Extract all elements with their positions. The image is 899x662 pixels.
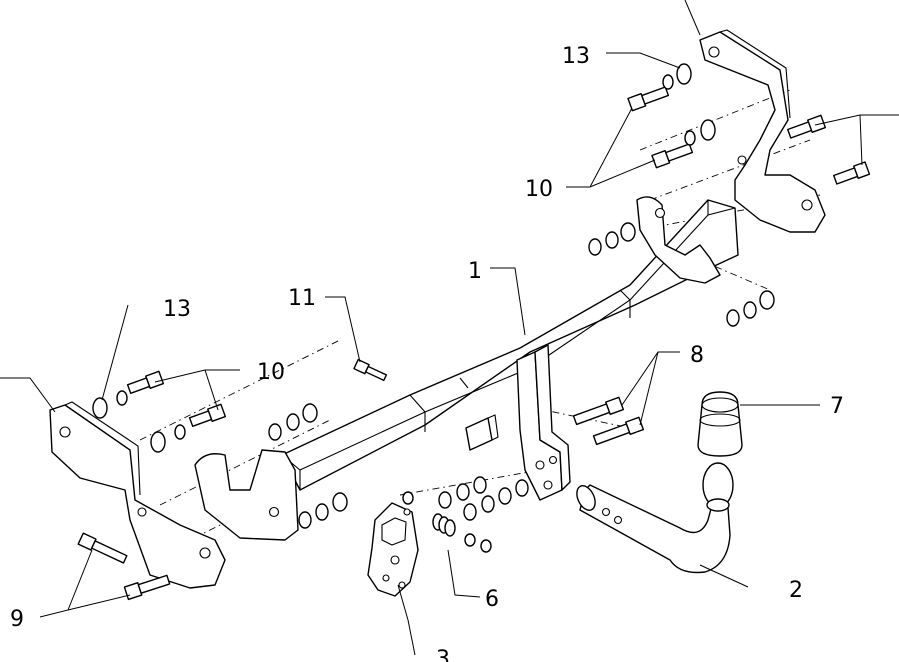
hardware-fasteners: [77, 63, 871, 601]
callout-part-6: 6: [485, 587, 499, 612]
left-side-bracket: [49, 401, 226, 589]
ball-cover: [697, 391, 743, 457]
callout-labels: 1 2 3 6 7 8 9 10 10 11 13 13: [10, 44, 844, 662]
tow-ball-neck: [576, 462, 734, 574]
callout-part-10-right: 10: [525, 177, 553, 202]
callout-part-1: 1: [468, 259, 482, 284]
callout-part-8: 8: [690, 343, 704, 368]
right-side-bracket: [699, 29, 826, 233]
spring-coil: [432, 513, 492, 553]
callout-part-10-left: 10: [257, 360, 285, 385]
socket-plate: [367, 502, 419, 597]
callout-part-13-left: 13: [163, 297, 191, 322]
beam-plate: [465, 414, 499, 451]
callout-part-7: 7: [830, 394, 844, 419]
callout-part-13-right: 13: [562, 44, 590, 69]
right-beam-end-plate: [636, 196, 721, 284]
cross-beam: [281, 199, 739, 491]
centre-mounting-bracket: [516, 344, 571, 501]
callout-part-2: 2: [789, 578, 803, 603]
callout-part-9: 9: [10, 607, 24, 632]
left-beam-end-plate: [194, 449, 299, 541]
callout-part-11: 11: [288, 286, 316, 311]
callout-part-3: 3: [436, 647, 450, 662]
